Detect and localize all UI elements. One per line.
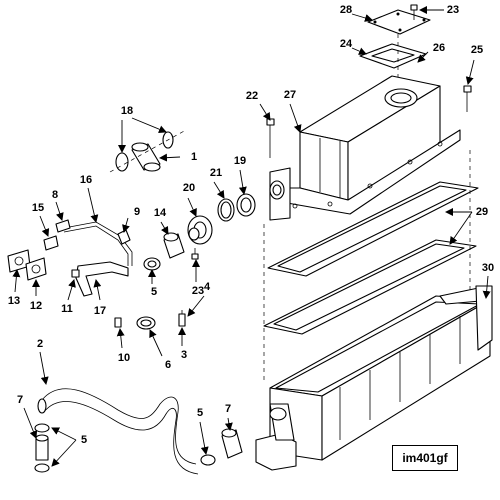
callout-2: 2 [37,338,43,350]
callout-7-left: 7 [17,394,23,406]
ring-21 [217,198,235,222]
callout-30: 30 [482,262,494,274]
hose-7-right [221,428,243,459]
fitting-3 [178,310,186,327]
callout-14: 14 [154,207,167,219]
cover-gasket [359,43,427,69]
callout-18: 18 [121,105,133,117]
callout-10: 10 [118,352,130,364]
fitting-10 [114,317,122,328]
callout-28: 28 [340,4,352,16]
callout-7-right: 7 [225,403,231,415]
callout-17: 17 [94,305,106,317]
tube-1 [131,142,161,172]
lower-housing [255,285,493,471]
callout-5-right: 5 [197,407,203,419]
callout-20: 20 [183,182,195,194]
callout-26: 26 [433,42,445,54]
fitting-8 [55,219,71,233]
callout-15: 15 [32,202,44,214]
clamp-6 [136,316,156,330]
clamp-5-right [200,454,216,466]
manifold-gasket-lower [263,239,477,335]
callout-19: 19 [234,155,246,167]
callout-16: 16 [80,174,92,186]
bolt-23-lower [191,248,199,260]
callout-23-top: 23 [447,4,459,16]
long-hose [37,388,199,475]
flange-19 [236,193,256,217]
adapter-20 [187,215,213,245]
tube-17 [75,261,129,297]
manifold-bolt-25 [463,85,472,112]
bolt-11 [71,269,80,278]
hose-14 [163,232,185,259]
callout-3: 3 [181,349,187,361]
figure-id-label: im401gf [392,445,458,471]
hose-7-left [35,434,49,461]
callout-5-mid: 5 [151,286,157,298]
cover-plate [367,9,431,35]
cover-bolt [410,4,418,20]
callout-25: 25 [471,44,483,56]
callout-21: 21 [210,167,222,179]
plate-12 [25,257,47,281]
intake-manifold [269,75,461,221]
manifold-bolt-22 [266,118,275,158]
manifold-gasket-upper [267,181,479,277]
fitting-15 [43,235,59,251]
callout-24: 24 [340,38,353,50]
callout-12: 12 [30,300,42,312]
leader-lines [12,6,491,467]
callout-4: 4 [204,281,211,293]
callout-6: 6 [165,359,171,371]
callout-27: 27 [284,89,296,101]
clamp-5-mid [143,257,161,271]
callout-8: 8 [52,189,58,201]
callout-23-lower: 23 [192,285,204,297]
callout-5-left: 5 [81,434,87,446]
callout-labels: 18 1 16 8 15 9 14 20 21 19 23 4 3 5 6 10… [8,4,494,446]
o-ring-18a [115,152,129,172]
callout-13: 13 [8,295,20,307]
callout-11: 11 [61,303,73,315]
callout-29: 29 [476,206,488,218]
callout-1: 1 [191,151,197,163]
callout-22: 22 [246,90,258,102]
tube-1-axis [109,129,187,173]
clamp-5-left-upper [34,423,50,433]
clamp-5-left-lower [34,463,50,473]
callout-9: 9 [134,206,140,218]
